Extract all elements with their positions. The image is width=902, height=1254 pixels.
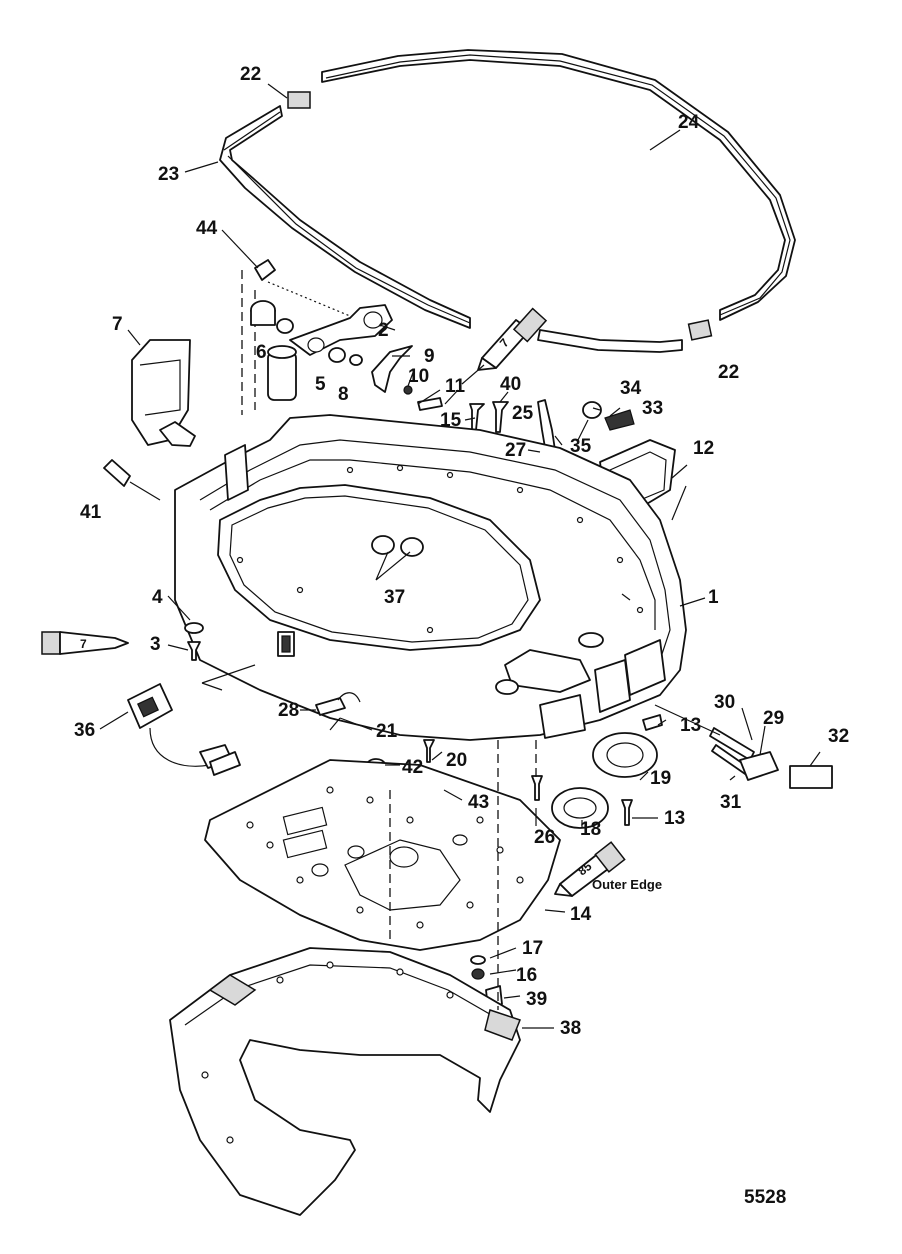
callout-2: 2	[378, 320, 389, 341]
callout-26: 26	[534, 827, 555, 848]
callout-17: 17	[522, 938, 543, 959]
spring-9	[371, 345, 413, 393]
callout-42: 42	[402, 757, 423, 778]
callout-24: 24	[678, 112, 700, 133]
latch-assembly	[241, 259, 413, 415]
callout-36: 36	[74, 720, 95, 741]
callout-22: 22	[240, 64, 261, 85]
cowl-seal	[219, 49, 796, 353]
callout-11: 11	[445, 376, 466, 397]
handle-7	[131, 339, 196, 447]
alignment-guides	[201, 664, 721, 1010]
callout-41: 41	[80, 502, 102, 523]
callout-13: 13	[664, 808, 685, 829]
callout-30: 30	[714, 692, 735, 713]
callout-19: 19	[650, 768, 671, 789]
callout-14: 14	[570, 904, 592, 925]
callout-1: 1	[708, 587, 719, 608]
callout-leaders	[99, 83, 821, 1029]
callout-25: 25	[512, 403, 534, 424]
callout-16: 16	[516, 965, 537, 986]
callout-28: 28	[278, 700, 299, 721]
callout-3: 3	[150, 634, 161, 655]
bolt-41	[103, 459, 161, 501]
callout-21: 21	[376, 721, 398, 742]
callout-44: 44	[196, 218, 218, 239]
outer-edge-note: Outer Edge	[592, 877, 662, 892]
callout-13: 13	[680, 715, 701, 736]
callout-8: 8	[338, 384, 349, 405]
callout-18: 18	[580, 819, 601, 840]
callout-9: 9	[424, 346, 435, 367]
callout-labels: 22 23 24 22 44 7 2 6 5 8 9 10 11 40 15 2…	[74, 64, 849, 1208]
seal-joint-22b	[687, 319, 713, 341]
lower-cowl-38	[169, 947, 521, 1216]
callout-20: 20	[446, 750, 467, 771]
seal-joint-22a	[287, 91, 311, 109]
callout-39: 39	[526, 989, 547, 1010]
bottom-cowl-1	[174, 414, 687, 741]
switch-36	[127, 683, 241, 776]
sealant-tube-7-left: 7	[41, 622, 204, 661]
sealant-tube-85: 85	[554, 841, 626, 897]
callout-35: 35	[570, 436, 592, 457]
callout-23: 23	[158, 164, 179, 185]
callout-7: 7	[112, 314, 123, 335]
callout-34: 34	[620, 378, 642, 399]
callout-32: 32	[828, 726, 849, 747]
cable-clamp-28	[315, 692, 361, 716]
callout-22: 22	[718, 362, 739, 383]
callout-37: 37	[384, 587, 405, 608]
callout-6: 6	[256, 342, 267, 363]
callout-5: 5	[315, 374, 326, 395]
grommets	[551, 732, 658, 829]
callout-15: 15	[440, 410, 462, 431]
callout-43: 43	[468, 792, 489, 813]
callout-29: 29	[763, 708, 784, 729]
rear-trim-parts	[709, 727, 833, 789]
figure-number: 5528	[744, 1187, 786, 1208]
callout-4: 4	[152, 587, 163, 608]
svg-text:7: 7	[80, 637, 87, 651]
callout-31: 31	[720, 792, 742, 813]
sealant-tube-7-top: 7	[477, 307, 548, 371]
callout-27: 27	[505, 440, 526, 461]
mounting-plate-14	[204, 759, 561, 951]
callout-38: 38	[560, 1018, 581, 1039]
clip-44	[254, 259, 276, 281]
callout-33: 33	[642, 398, 663, 419]
callout-12: 12	[693, 438, 714, 459]
cowl-inner-opening	[217, 484, 541, 651]
callout-10: 10	[408, 366, 429, 387]
callout-40: 40	[500, 374, 521, 395]
